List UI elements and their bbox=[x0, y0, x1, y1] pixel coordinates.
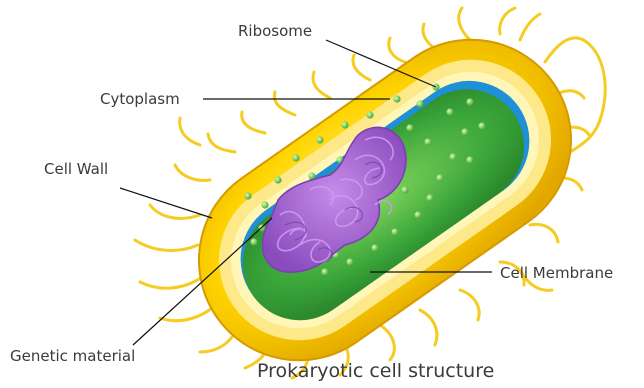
label-cytoplasm: Cytoplasm bbox=[100, 90, 180, 108]
diagram-caption: Prokaryotic cell structure bbox=[257, 360, 494, 382]
label-cell-membrane: Cell Membrane bbox=[500, 264, 613, 282]
label-cell-wall: Cell Wall bbox=[44, 160, 108, 178]
label-genetic-material: Genetic material bbox=[10, 347, 135, 365]
label-ribosome: Ribosome bbox=[238, 22, 312, 40]
leader-line-cell-wall bbox=[120, 188, 212, 218]
